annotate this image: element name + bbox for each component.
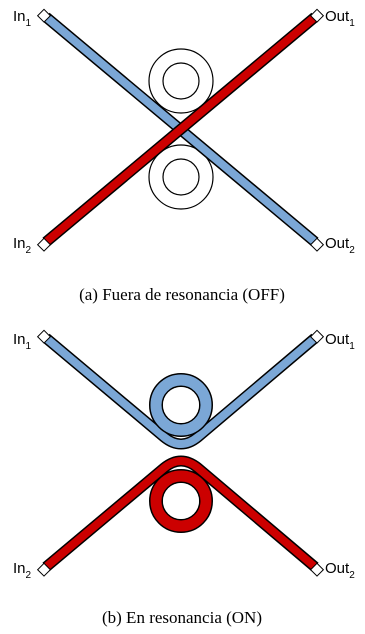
panel-b-top-ring xyxy=(149,373,213,437)
panel-b-in2-label: In2 xyxy=(13,560,32,581)
panel-a-in2-port-end xyxy=(36,237,52,252)
panel-a-out2-port-end xyxy=(309,237,325,252)
panel-a: In1 Out1 In2 Out2 (a) Fuera de resonanci… xyxy=(13,8,355,304)
panel-a-out2-label: Out2 xyxy=(325,235,355,256)
panel-b-in2-port-end xyxy=(36,562,52,577)
panel-b-out2-label: Out2 xyxy=(325,560,355,581)
panel-b-out1-label: Out1 xyxy=(325,331,355,352)
panel-a-out1-port-end xyxy=(309,8,325,23)
panel-a-in1-port-end xyxy=(36,8,52,23)
panel-b-bottom-ring xyxy=(149,469,213,533)
panel-b-blue-waveguide xyxy=(42,333,319,450)
panel-a-caption: (a) Fuera de resonancia (OFF) xyxy=(79,285,285,304)
panel-a-in1-label: In1 xyxy=(13,8,32,29)
panel-b-out2-port-end xyxy=(309,562,325,577)
panel-b-caption: (b) En resonancia (ON) xyxy=(102,608,262,627)
panel-b-in1-label: In1 xyxy=(13,331,32,352)
panel-a-in2-label: In2 xyxy=(13,235,32,256)
panel-b-red-waveguide xyxy=(42,455,319,572)
panel-a-red-waveguide xyxy=(42,12,319,247)
panel-a-top-ring xyxy=(148,48,214,114)
panel-a-bottom-ring xyxy=(148,144,214,210)
panel-a-out1-label: Out1 xyxy=(325,8,355,29)
panel-b-out1-port-end xyxy=(309,329,325,344)
panel-b: In1 Out1 In2 Out2 (b) En resonancia (ON) xyxy=(13,329,355,627)
panel-b-in1-port-end xyxy=(36,329,52,344)
